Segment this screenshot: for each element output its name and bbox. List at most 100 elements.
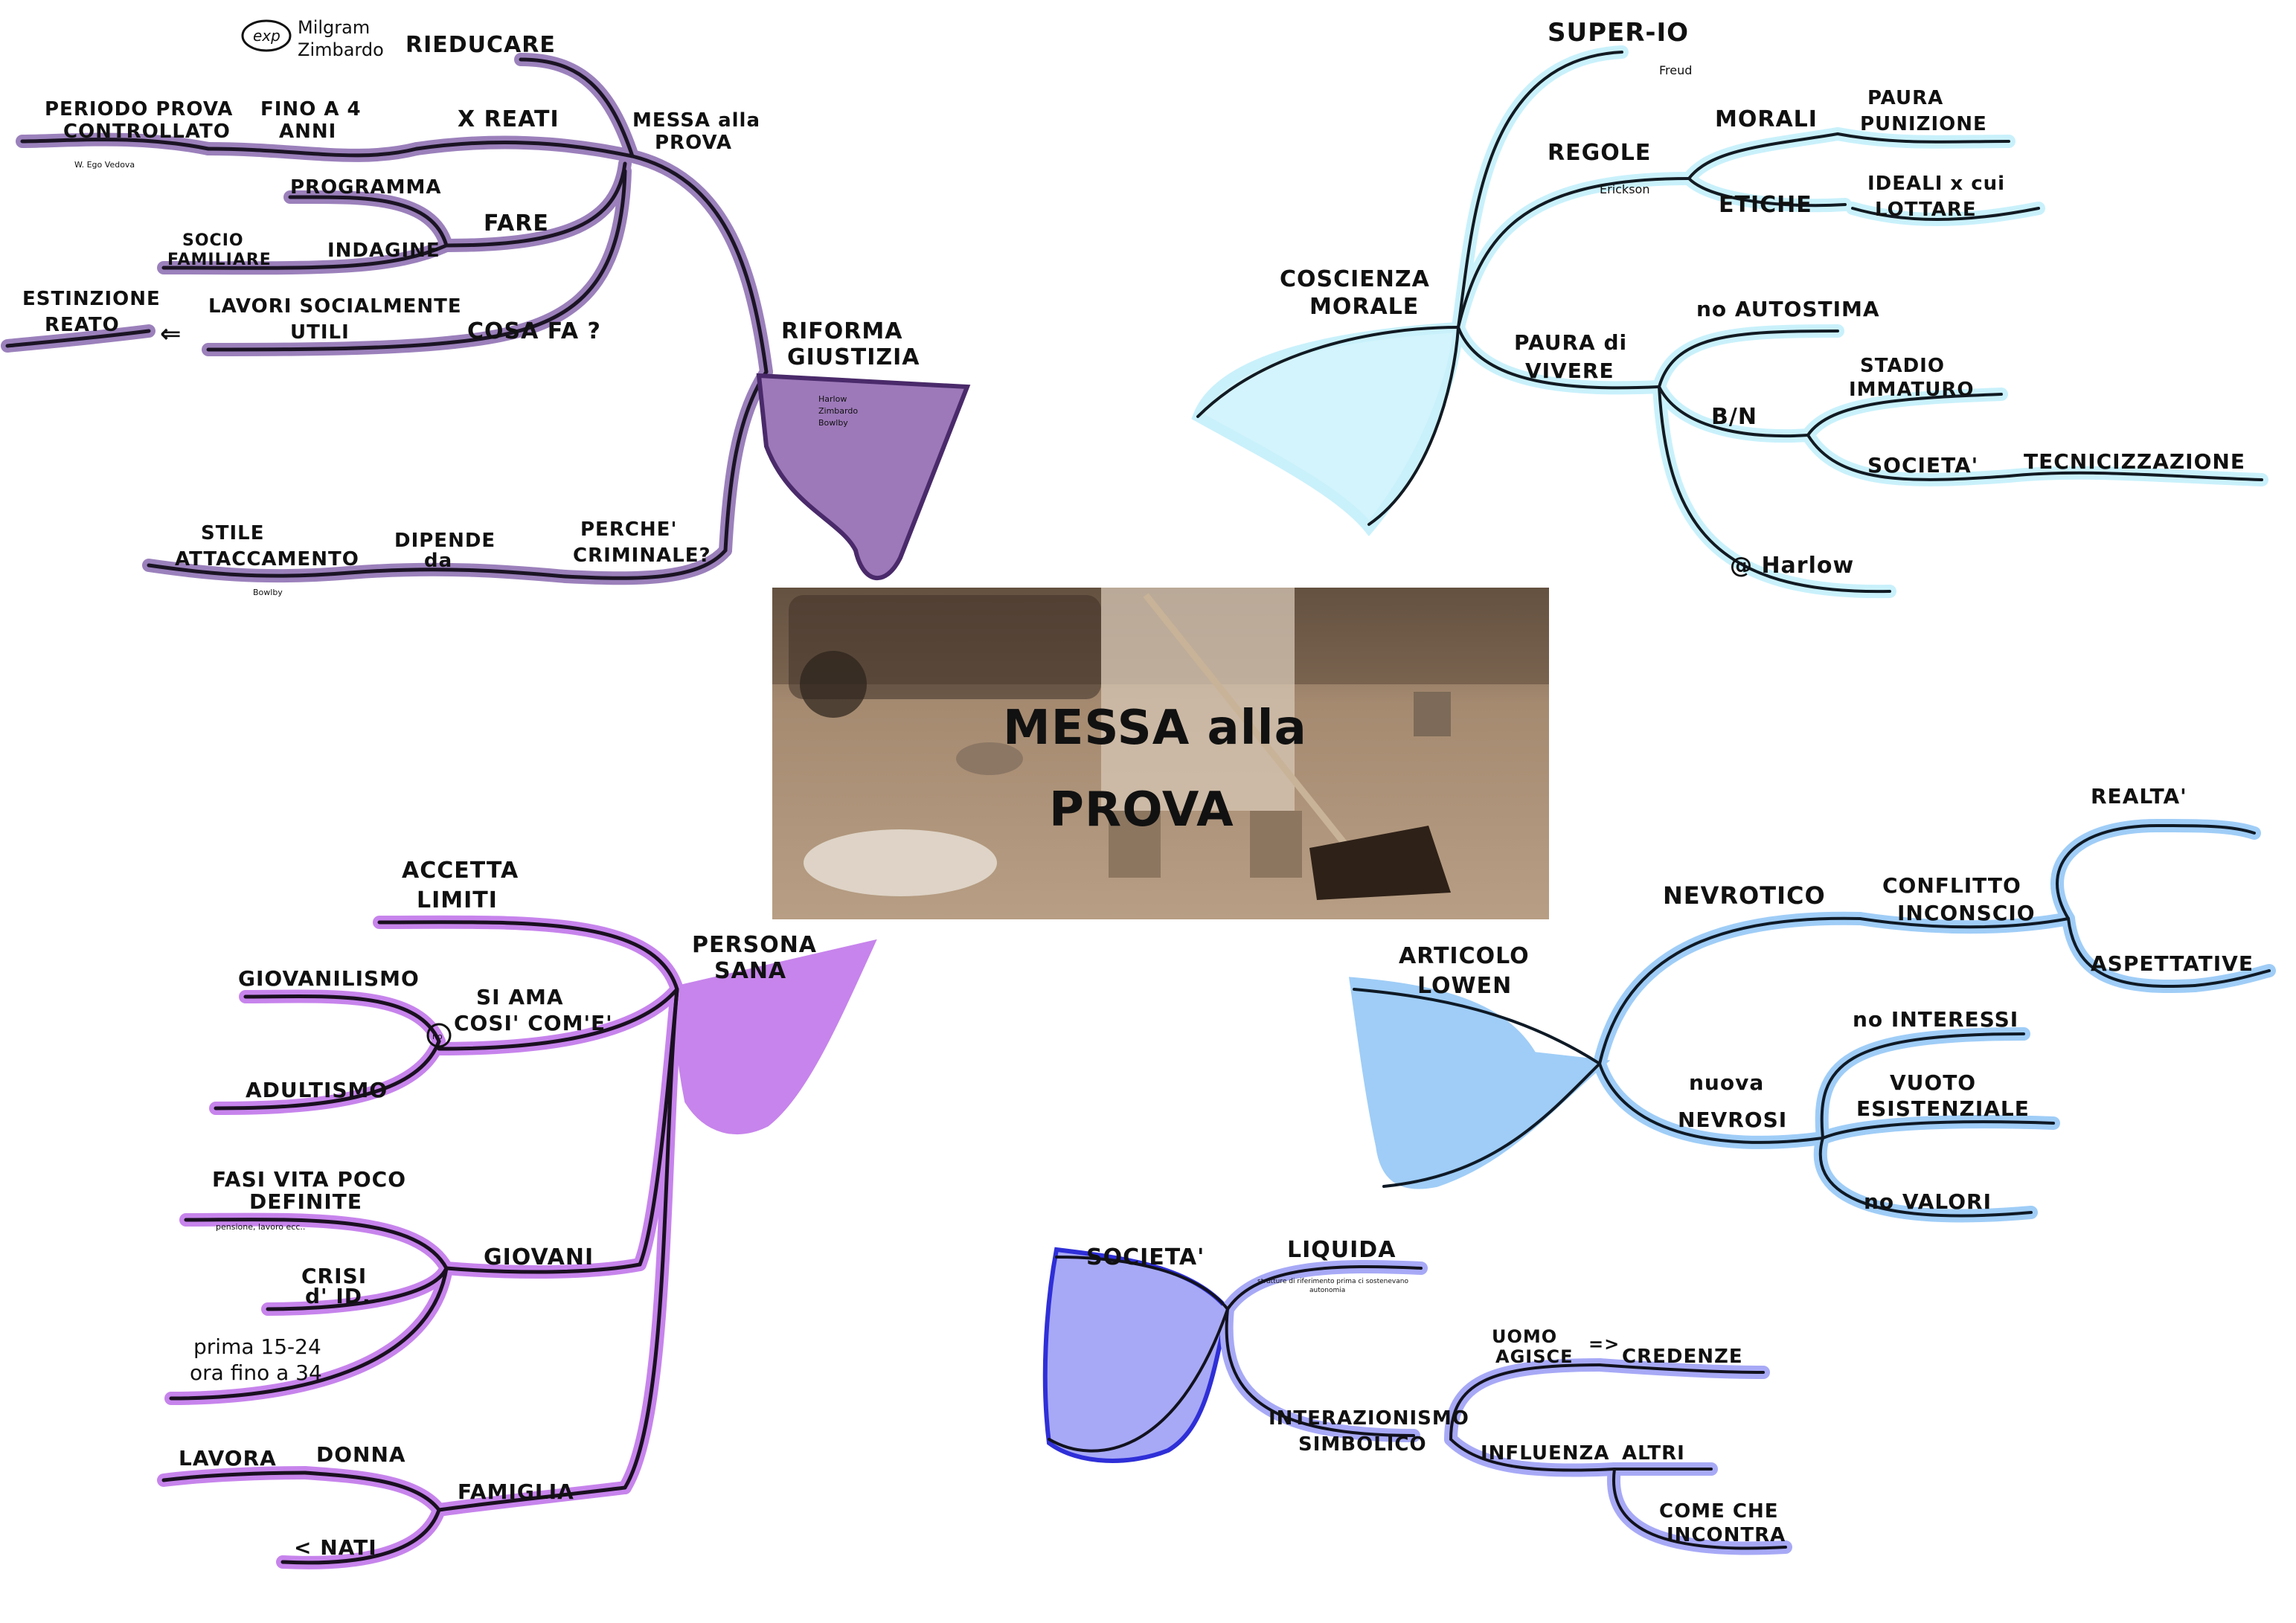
no-badge: no — [426, 1023, 452, 1048]
ideali-label-1: IDEALI x cui — [1867, 173, 2005, 195]
paura-punizione-label-1: PAURA — [1867, 87, 1943, 109]
center-image — [772, 588, 1549, 919]
ideali-label-2: LOTTARE — [1875, 199, 1977, 221]
indagine-label: INDAGINE — [327, 240, 440, 262]
coscienza-root-label-2: MORALE — [1309, 294, 1419, 320]
societa-root-label: SOCIETA' — [1086, 1244, 1205, 1270]
riforma-root-note-3: Bowlby — [818, 418, 848, 428]
societa-root-shape — [1042, 1247, 1231, 1463]
nuova-nevrosi-label-2: NEVROSI — [1678, 1108, 1787, 1132]
exp-badge: exp — [241, 19, 292, 52]
altri-label: ALTRI — [1622, 1442, 1685, 1465]
periodo-label-2: CONTROLLATO — [63, 120, 231, 143]
si-ama-label-1: SI AMA — [476, 985, 564, 1009]
super-io-note: Freud — [1659, 63, 1692, 77]
socio-label-2: FAMILIARE — [167, 251, 272, 269]
conflitto-label-1: CONFLITTO — [1882, 873, 2021, 898]
interazionismo-label-2: SIMBOLICO — [1298, 1433, 1427, 1456]
nati-label: < NATI — [294, 1535, 377, 1560]
fasi-label-1: FASI VITA POCO — [212, 1167, 406, 1192]
cosa-fa-label: COSA FA ? — [467, 318, 601, 344]
periodo-note: W. Ego Vedova — [74, 160, 135, 170]
regole-label: REGOLE — [1548, 140, 1651, 166]
vuoto-label-2: ESISTENZIALE — [1856, 1096, 2030, 1121]
branch-societa — [1042, 1247, 1792, 1555]
liquida-note-1: strutture di riferimento prima ci sosten… — [1257, 1278, 1408, 1285]
no-autostima-label: no AUTOSTIMA — [1696, 297, 1880, 321]
svg-text:exp: exp — [253, 27, 280, 45]
programma-label: PROGRAMMA — [290, 176, 442, 199]
paura-vivere-label-1: PAURA di — [1514, 330, 1627, 355]
riforma-root-note-2: Zimbardo — [818, 406, 858, 416]
stile-label-1: STILE — [201, 522, 264, 544]
fare-label: FARE — [484, 210, 549, 237]
implies-arrow-2: => — [1588, 1334, 1620, 1354]
messa-prova-label-1: MESSA alla — [632, 109, 760, 132]
articolo-root-label-2: LOWEN — [1417, 973, 1512, 999]
crisi-label-2: d' ID. — [305, 1284, 371, 1308]
implies-arrow: ⇐ — [160, 319, 182, 349]
no-valori-label: no VALORI — [1864, 1189, 1992, 1214]
prima-label-2: ora fino a 34 — [190, 1360, 322, 1385]
perche-label-2: CRIMINALE? — [573, 544, 711, 567]
lavori-label-2: UTILI — [290, 321, 350, 344]
riforma-root-shape — [756, 373, 971, 580]
periodo-label-1: PERIODO PROVA — [45, 98, 233, 120]
nuova-nevrosi-label-1: nuova — [1689, 1070, 1764, 1095]
riforma-root-label-2: GIUSTIZIA — [787, 344, 920, 370]
realta-label: REALTA' — [2091, 784, 2187, 809]
morali-label: MORALI — [1715, 106, 1818, 132]
tecnicizzazione-label: TECNICIZZAZIONE — [2024, 449, 2245, 474]
center-title-line1: MESSA alla — [1003, 701, 1307, 756]
regole-note: Erickson — [1600, 182, 1649, 196]
dipende-label-1: DIPENDE — [394, 530, 496, 552]
stile-note: Bowlby — [253, 588, 283, 597]
fino-label-1: FINO A 4 — [260, 98, 362, 120]
riforma-root-label-1: RIFORMA — [781, 318, 902, 344]
si-ama-label-2: COSI' COM'E' — [454, 1011, 613, 1035]
crisi-label-1: CRISI — [301, 1264, 367, 1288]
stile-label-2: ATTACCAMENTO — [175, 548, 359, 571]
persona-root-label-1: PERSONA — [692, 932, 817, 958]
liquida-note-2: autonomia — [1309, 1287, 1345, 1294]
giovanilismo-label: GIOVANILISMO — [238, 966, 420, 991]
giovani-label: GIOVANI — [484, 1244, 594, 1270]
branch-persona — [157, 915, 877, 1569]
fino-label-2: ANNI — [279, 120, 336, 143]
famiglia-label: FAMIGLIA — [458, 1479, 574, 1504]
branch-articolo — [1348, 819, 2276, 1223]
x-reati-label: X REATI — [458, 106, 559, 132]
come-label-1: COME CHE — [1659, 1500, 1778, 1523]
accetta-label-1: ACCETTA — [402, 858, 519, 884]
no-interessi-label: no INTERESSI — [1853, 1007, 2018, 1032]
uomo-label-1: UOMO — [1492, 1326, 1557, 1347]
coscienza-root-shape — [1191, 321, 1464, 536]
stadio-label-1: STADIO — [1860, 355, 1945, 377]
nevrotico-label: NEVROTICO — [1663, 881, 1826, 910]
fasi-note: pensione, lavoro ecc.. — [216, 1222, 305, 1232]
socio-label-1: SOCIO — [182, 231, 244, 250]
articolo-root-shape — [1348, 977, 1611, 1189]
exp-name-zimbardo: Zimbardo — [298, 39, 384, 60]
uomo-label-2: AGISCE — [1495, 1346, 1574, 1367]
persona-root-label-2: SANA — [714, 958, 786, 984]
center-title-line2: PROVA — [1049, 782, 1234, 838]
articolo-root-label-1: ARTICOLO — [1399, 943, 1530, 969]
adultismo-label: ADULTISMO — [246, 1078, 388, 1102]
vuoto-label-1: VUOTO — [1890, 1070, 1976, 1095]
exp-name-milgram: Milgram — [298, 17, 370, 38]
branch-riforma — [1, 53, 971, 585]
persona-root-shape — [673, 939, 877, 1134]
stadio-label-2: IMMATURO — [1849, 379, 1975, 401]
paura-vivere-label-2: VIVERE — [1525, 359, 1614, 383]
donna-label: DONNA — [316, 1442, 406, 1467]
super-io-label: SUPER-IO — [1548, 18, 1689, 48]
fasi-label-2: DEFINITE — [249, 1189, 362, 1214]
paura-punizione-label-2: PUNIZIONE — [1860, 113, 1987, 135]
credenze-label: CREDENZE — [1622, 1346, 1743, 1368]
prima-label-1: prima 15-24 — [193, 1334, 321, 1359]
messa-prova-label-2: PROVA — [655, 132, 732, 154]
aspettative-label: ASPETTATIVE — [2091, 951, 2254, 976]
interazionismo-label-1: INTERAZIONISMO — [1269, 1407, 1469, 1430]
